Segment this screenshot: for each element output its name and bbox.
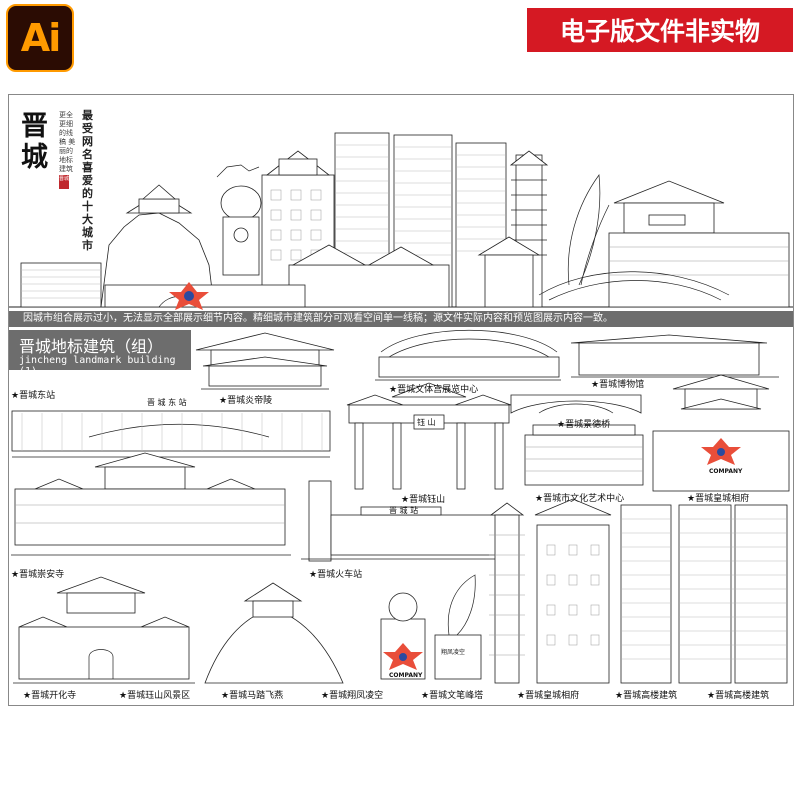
group-subtitle: jincheng landmark building (1)	[19, 355, 176, 377]
culture-art-center-drawing	[524, 424, 644, 486]
digital-file-banner: 电子版文件非实物	[527, 8, 793, 52]
east-station-sign: 晋 城 东 站	[147, 398, 187, 407]
caption-xiangfeng: ★晋城翔凤凌空	[321, 691, 384, 701]
exhibition-center-drawing	[375, 329, 561, 381]
highrise-2-drawing	[678, 504, 788, 684]
rail-station-sign: 晋 城 站	[389, 506, 419, 515]
vertical-slogan: 最受网名喜爱的十大城市	[82, 109, 93, 252]
logo-watermark-text-1: COMPANY	[709, 468, 743, 475]
jingde-bridge-drawing	[510, 394, 642, 414]
city-skyline: 晋城 晋城 更全更细的线稿 美丽的地标建筑 最受网名喜爱的十大城市	[9, 95, 793, 310]
horse-statue-drawing	[380, 592, 426, 680]
caption-huangcheng-1: ★晋城皇城相府	[687, 494, 750, 504]
group-title-box: 晋城地标建筑（组） jincheng landmark building (1)	[9, 330, 191, 377]
sculpture-plaque: 翔凤凌空	[441, 649, 466, 656]
vertical-note: 更全更细的线稿 美丽的地标建筑	[59, 111, 76, 173]
railway-station-drawing	[301, 480, 517, 562]
caption-highrise-2: ★晋城高楼建筑	[707, 691, 770, 701]
caption-horse-statue: ★晋城马踏飞燕	[221, 691, 284, 701]
caption-railway-station: ★晋城火车站	[309, 570, 363, 580]
museum-drawing	[570, 334, 779, 378]
chongan-temple-drawing	[11, 452, 291, 556]
xiangfeng-sculpture-drawing	[434, 574, 482, 680]
caption-huangcheng-2: ★晋城皇城相府	[517, 691, 580, 701]
top-banner: Ai 电子版文件非实物	[0, 0, 800, 86]
huangcheng-tower-drawing	[534, 498, 612, 684]
caption-kaihua-temple: ★晋城开化寺	[23, 691, 77, 701]
skyline-drawing	[9, 132, 793, 310]
caption-yandi-mausoleum: ★晋城炎帝陵	[219, 396, 273, 406]
caption-wenbi-pagoda: ★晋城文笔峰塔	[421, 691, 484, 701]
landmark-drawings	[11, 329, 790, 684]
caption-chongan-temple: ★晋城崇安寺	[11, 570, 65, 580]
yandi-mausoleum-drawing	[195, 332, 335, 390]
city-title: 晋城	[21, 111, 48, 173]
east-station-drawing	[11, 410, 331, 458]
company-logo-icon	[701, 438, 741, 465]
caption-exhibition-center: ★晋城文体宫展览中心	[389, 385, 479, 395]
wenbi-pagoda-drawing	[489, 502, 525, 684]
highrise-1-drawing	[620, 504, 672, 684]
yushan-archway-drawing	[346, 382, 512, 490]
caption-jueshan: ★晋城珏山风景区	[119, 691, 191, 701]
caption-jingde-bridge: ★晋城景德桥	[557, 420, 611, 430]
caption-culture-art-center: ★晋城市文化艺术中心	[535, 494, 625, 504]
notice-bar: 因城市组合展示过小，无法显示全部展示细节内容。精细城市建筑部分可观看空间单一线稿…	[9, 311, 793, 327]
company-logo-icon	[169, 282, 209, 310]
illustrator-app-icon: Ai	[6, 4, 74, 72]
caption-museum: ★晋城博物馆	[591, 380, 645, 390]
poster-frame: 晋城 晋城 更全更细的线稿 美丽的地标建筑 最受网名喜爱的十大城市	[8, 94, 794, 706]
red-seal-stamp: 晋城	[59, 175, 69, 189]
company-logo-icon	[383, 643, 423, 670]
caption-yushan: ★晋城钰山	[401, 495, 446, 505]
group-title: 晋城地标建筑（组）	[19, 337, 164, 356]
caption-east-station: ★晋城东站	[11, 391, 56, 401]
yushan-archway-plaque: 钰 山	[417, 418, 436, 427]
caption-highrise-1: ★晋城高楼建筑	[615, 691, 678, 701]
jueshan-scenic-drawing	[204, 582, 344, 684]
huangcheng-upper-drawing	[652, 374, 790, 492]
logo-watermark-text-2: COMPANY	[389, 672, 423, 679]
kaihua-temple-drawing	[13, 576, 195, 684]
